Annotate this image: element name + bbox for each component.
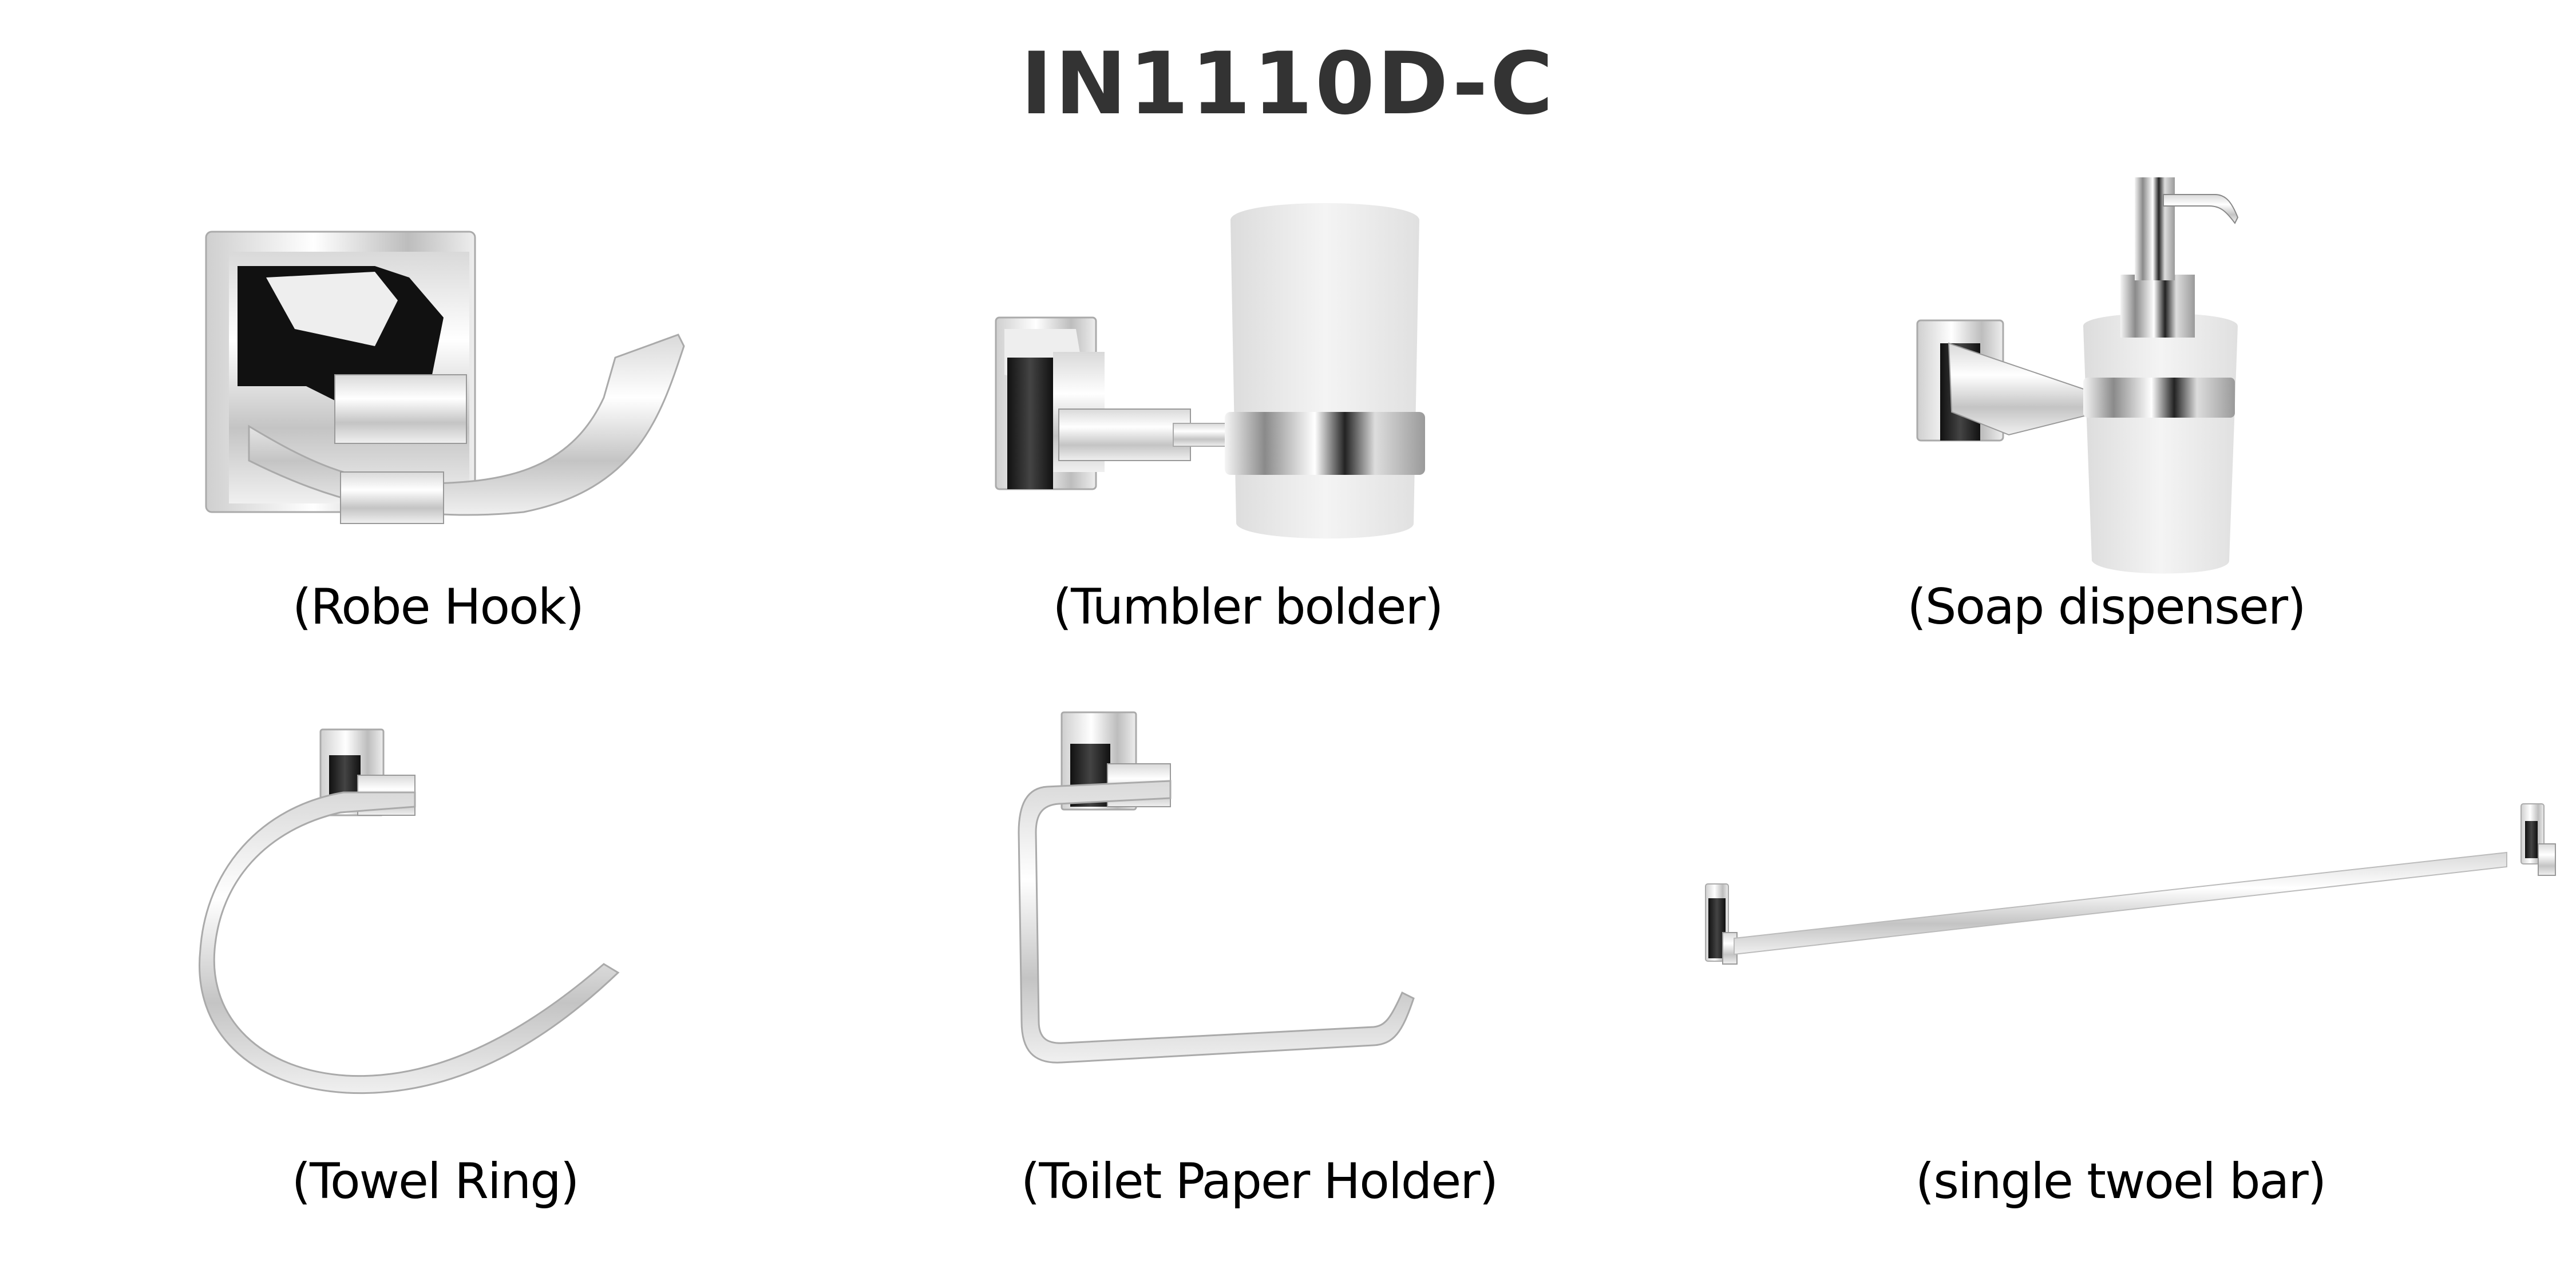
robe-hook-image	[205, 231, 685, 524]
caption-towel-ring: (Towel Ring)	[291, 1153, 580, 1210]
caption-soap-dispenser: (Soap dispenser)	[1907, 578, 2306, 636]
single-towel-bar-image	[1705, 803, 2556, 965]
caption-tumbler-holder: (Tumbler bolder)	[1052, 578, 1444, 636]
caption-single-towel-bar: (single twoel bar)	[1915, 1153, 2327, 1210]
soap-dispenser-image	[1916, 177, 2239, 574]
towel-ring-image	[199, 728, 620, 1094]
toilet-paper-holder-image	[1018, 711, 1415, 1064]
caption-robe-hook: (Robe Hook)	[292, 578, 584, 636]
product-series-title: IN1110D-C	[1020, 34, 1556, 134]
caption-toilet-paper-holder: (Toilet Paper Holder)	[1020, 1153, 1498, 1210]
tumbler-holder-image	[995, 203, 1425, 539]
